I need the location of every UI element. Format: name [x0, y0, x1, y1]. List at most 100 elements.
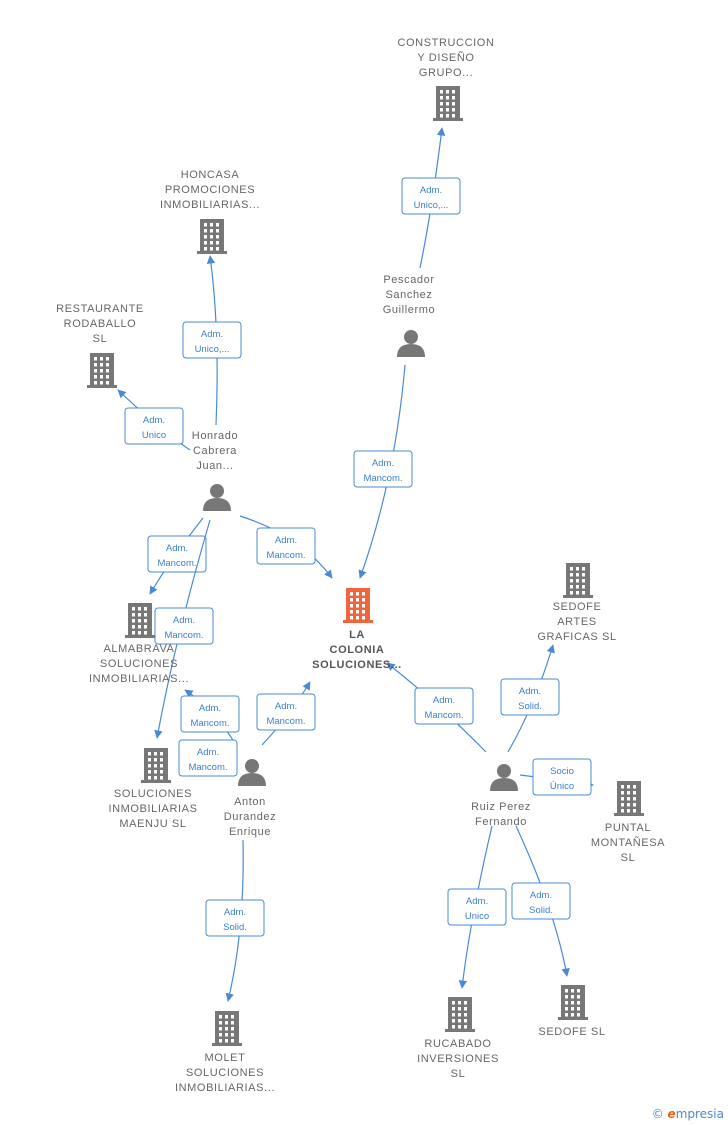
edge-label-line: Adm.	[433, 695, 455, 706]
edge-label-line: Mancom.	[424, 710, 463, 721]
node-label-line: SEDOFE	[553, 601, 602, 613]
edge-label-line: Adm.	[173, 615, 195, 626]
edge-anton-to-almabrava: Adm.Mancom.	[180, 689, 240, 746]
edge-label-box[interactable]: Adm.Mancom.	[178, 739, 238, 777]
node-label-line: RODABALLO	[64, 318, 137, 330]
node-label-line: SOLUCIONES	[114, 788, 192, 800]
node-lacolonia[interactable]: LACOLONIASOLUCIONES...	[312, 588, 402, 671]
node-sedofeartes[interactable]: SEDOFE ARTES GRAFICAS SL	[537, 563, 616, 643]
edge-label-line: Único	[550, 781, 574, 792]
edge-label-line: Solid.	[518, 701, 542, 712]
node-label-line: Enrique	[229, 826, 271, 838]
node-maenju[interactable]: SOLUCIONES INMOBILIARIAS MAENJU SL	[108, 748, 197, 830]
node-restaurante[interactable]: RESTAURANTE RODABALLO SL	[56, 303, 144, 388]
edge-label-frame	[205, 899, 265, 937]
building-icon	[445, 997, 475, 1032]
building-icon	[433, 86, 463, 121]
edge-label-line: Mancom.	[266, 716, 305, 727]
node-label-line: GRAFICAS SL	[537, 631, 616, 643]
node-label-line: SOLUCIONES...	[312, 659, 402, 671]
building-icon	[343, 588, 373, 623]
edge-label-line: Mancom.	[164, 630, 203, 641]
node-label-line: Durandez	[224, 811, 277, 823]
edge-label-box[interactable]: Adm.Solid.	[500, 678, 560, 716]
node-label-line: MOLET	[205, 1052, 246, 1064]
edge-anton-to-molet: Adm.Solid.	[205, 839, 265, 1002]
node-label-line: INVERSIONES	[417, 1053, 499, 1065]
edge-label-box[interactable]: Adm. Mancom.	[154, 607, 214, 645]
node-label-line: INMOBILIARIAS...	[160, 199, 260, 211]
person-icon	[490, 764, 518, 791]
person-icon	[203, 484, 231, 511]
edge-label-frame	[256, 693, 316, 731]
node-label-line: Sanchez	[385, 289, 432, 301]
edge-label-line: Unico,...	[414, 200, 449, 211]
node-label-line: RESTAURANTE	[56, 303, 144, 315]
node-label-line: SL	[451, 1068, 466, 1080]
node-almabrava[interactable]: ALMABRAVASOLUCIONESINMOBILIARIAS...	[89, 603, 189, 685]
node-honcasa[interactable]: HONCASAPROMOCIONESINMOBILIARIAS...	[160, 169, 260, 254]
edge-label-line: Adm.	[530, 890, 552, 901]
edge-label-frame	[180, 695, 240, 733]
node-label-line: SL	[93, 333, 108, 345]
edge-label-line: Adm.	[199, 703, 221, 714]
edge-label-box[interactable]: Adm.Mancom.	[353, 450, 413, 488]
edge-label-line: Socio	[550, 766, 574, 777]
edge-label-box[interactable]: Adm.Solid.	[205, 899, 265, 937]
node-label-line: SL	[621, 852, 636, 864]
node-label-line: Y DISEÑO	[417, 51, 474, 64]
edge-label-box[interactable]: Adm.Unico,...	[401, 177, 461, 215]
edge-ruiz-to-sedofeartes: Adm.Solid.	[500, 644, 560, 753]
copyright-icon: ©	[651, 1107, 664, 1121]
building-icon	[87, 353, 117, 388]
edge-honrado-to-honcasa: Adm.Unico,...	[182, 255, 242, 426]
node-label-line: Cabrera	[193, 445, 237, 457]
edge-ruiz-to-sedofe: Adm.Solid.	[511, 825, 571, 977]
edge-label-line: Mancom.	[266, 550, 305, 561]
edge-label-frame	[414, 687, 474, 725]
edge-label-box[interactable]: Adm.Unico	[447, 888, 507, 926]
edge-label-frame	[154, 607, 214, 645]
edge-label-line: Unico	[142, 430, 166, 441]
node-label-line: PROMOCIONES	[165, 184, 255, 196]
edge-label-frame	[401, 177, 461, 215]
edge-label-box[interactable]: Adm.Mancom.	[256, 527, 316, 565]
edge-label-box[interactable]: Adm.Mancom.	[147, 535, 207, 573]
node-sedofe[interactable]: SEDOFE SL	[538, 985, 605, 1038]
edge-label-box[interactable]: Adm.Unico,...	[182, 321, 242, 359]
node-label-line: Fernando	[475, 816, 527, 828]
edge-label-line: Unico,...	[195, 344, 230, 355]
edge-label-box[interactable]: Adm.Mancom.	[256, 693, 316, 731]
edge-label-line: Adm.	[143, 415, 165, 426]
edge-label-line: Adm.	[466, 896, 488, 907]
edge-label-box[interactable]: Adm. Mancom.	[414, 687, 474, 725]
node-label-line: ARTES	[557, 616, 596, 628]
node-molet[interactable]: MOLETSOLUCIONESINMOBILIARIAS...	[175, 1011, 275, 1094]
edge-label-box[interactable]: Adm.Solid.	[511, 882, 571, 920]
node-label-line: Guillermo	[383, 304, 435, 316]
node-label-line: CONSTRUCCION	[397, 37, 494, 49]
edge-label-box[interactable]: Adm. Unico	[124, 407, 184, 445]
edge-label-frame	[447, 888, 507, 926]
building-icon	[212, 1011, 242, 1046]
node-label-line: INMOBILIARIAS	[108, 803, 197, 815]
brand-footer: © empresia	[652, 1107, 724, 1121]
node-label-line: Juan...	[196, 460, 233, 472]
edge-pescador-to-construccion: Adm.Unico,...	[401, 127, 461, 269]
node-label-line: MAENJU SL	[119, 818, 186, 830]
edge-label-box[interactable]: Adm.Mancom.	[180, 695, 240, 733]
node-honrado[interactable]: HonradoCabreraJuan...	[192, 430, 238, 511]
edge-label-line: Adm.	[166, 543, 188, 554]
node-label-line: INMOBILIARIAS...	[175, 1082, 275, 1094]
edge-label-line: Solid.	[223, 922, 247, 933]
